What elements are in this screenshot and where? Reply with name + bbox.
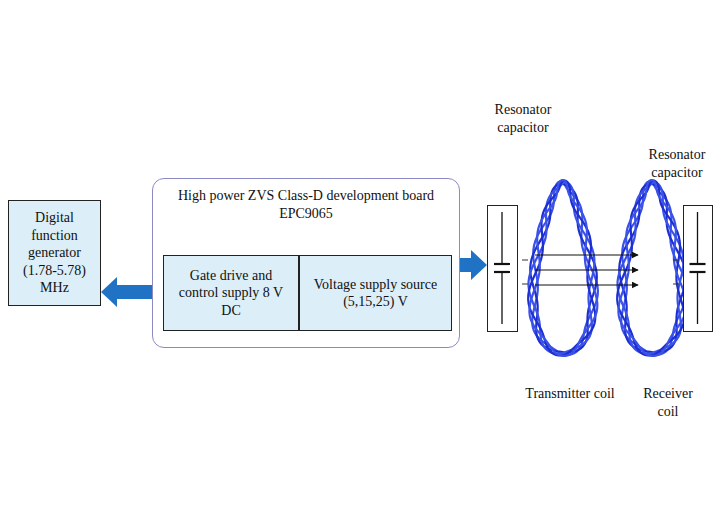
part-label: Receiver coil	[633, 385, 703, 420]
field-line	[535, 285, 638, 286]
board-box: High power ZVS Class-D development board…	[152, 178, 460, 348]
capacitor-box: Resonator capacitor	[683, 205, 713, 332]
coil-winding	[617, 180, 687, 356]
node-heading: Resonator capacitor	[638, 146, 716, 181]
field-line	[535, 270, 638, 271]
capacitor-symbol	[684, 206, 711, 330]
block-arrow	[101, 277, 152, 307]
gate-drive-box: Gate drive and control supply 8 V DC	[163, 255, 299, 331]
capacitor-symbol	[488, 206, 516, 330]
charge-mark	[673, 260, 679, 261]
block-arrow	[460, 250, 487, 280]
supply-box: Voltage supply source (5,15,25) V	[299, 255, 452, 331]
charge-mark	[522, 260, 528, 261]
coil-strand	[529, 180, 597, 356]
coil-strand	[618, 180, 686, 356]
function-generator-box: Digital function generator (1.78-5.78) M…	[8, 200, 101, 306]
part-label: Transmitter coil	[525, 385, 615, 403]
node-text: High power ZVS Class-D development board…	[153, 187, 459, 222]
coil-winding	[528, 180, 598, 356]
node-text: Digital function generator (1.78-5.78) M…	[15, 209, 94, 297]
field-line	[535, 255, 638, 256]
capacitor-box: Resonator capacitor	[487, 205, 518, 332]
charge-mark	[673, 284, 679, 285]
node-text: Voltage supply source (5,15,25) V	[306, 276, 445, 311]
charge-mark	[522, 284, 528, 285]
node-heading: Resonator capacitor	[484, 101, 562, 136]
node-text: Gate drive and control supply 8 V DC	[170, 267, 292, 320]
